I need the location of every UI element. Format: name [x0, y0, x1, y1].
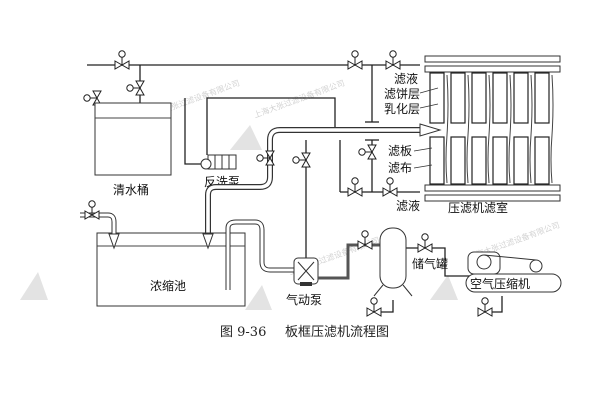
- air-compressor-label: 空气压缩机: [470, 276, 530, 291]
- valve-icon[interactable]: [385, 50, 401, 70]
- filter-plate-upper: [492, 72, 508, 124]
- filter-plate-upper: [534, 72, 550, 124]
- valve-icon[interactable]: [292, 152, 311, 168]
- filter-cloth-label: 滤布: [388, 161, 412, 175]
- press-bottom-manifold: [424, 184, 561, 192]
- filter-cloth: [529, 74, 533, 184]
- filter-plate-upper: [513, 72, 529, 124]
- valve-icon[interactable]: [347, 50, 363, 70]
- valve-icon[interactable]: [366, 297, 382, 317]
- backwash-pump[interactable]: [200, 154, 237, 170]
- filter-plate-lower: [450, 136, 466, 185]
- filter-plate-upper: [450, 72, 466, 124]
- filter-plate-lower: [513, 136, 529, 185]
- valve-icon[interactable]: [347, 177, 363, 197]
- press-top-manifold: [424, 65, 561, 73]
- valve-icon[interactable]: [477, 297, 493, 317]
- filter-cloth: [487, 74, 491, 184]
- valve-icon[interactable]: [417, 233, 433, 253]
- thickening-tank-label: 浓缩池: [150, 278, 186, 293]
- valve-icon[interactable]: [126, 80, 145, 96]
- filter-chamber-label: 压滤机滤室: [448, 200, 508, 215]
- clean-water-tank: [94, 102, 172, 176]
- filter-cake-label: 滤饼层: [384, 87, 420, 101]
- label-leaders: [413, 87, 439, 169]
- air-tank-label: 储气罐: [412, 256, 448, 271]
- clean-water-tank-label: 清水桶: [113, 182, 149, 197]
- filter-cloth: [550, 74, 554, 184]
- inlet-pipes: [80, 212, 295, 290]
- valve-icon[interactable]: [358, 144, 377, 160]
- thickening-tank: [96, 232, 246, 307]
- air-tank: [373, 227, 413, 297]
- figure-title: 板框压滤机流程图: [285, 325, 389, 340]
- filtrate-bottom-label: 滤液: [396, 198, 420, 213]
- filter-plate-label: 滤板: [388, 144, 412, 158]
- figure-number: 图 9-36: [220, 325, 266, 340]
- filter-plate-lower: [492, 136, 508, 185]
- slurry-feed-pipe: [205, 123, 442, 240]
- filter-plate-lower: [534, 136, 550, 185]
- press-bottom-rail: [424, 194, 561, 202]
- air-compressor: [465, 251, 562, 293]
- filter-press: [424, 55, 561, 202]
- filter-plate-lower: [429, 136, 445, 185]
- pneumatic-pump[interactable]: [293, 257, 319, 286]
- filtrate-top-label: 滤液: [394, 71, 418, 86]
- backwash-pipes: [184, 97, 336, 165]
- valve-icon[interactable]: [114, 50, 130, 70]
- valve-icon[interactable]: [382, 177, 398, 197]
- filter-cloth: [466, 74, 470, 184]
- filter-plate-upper: [429, 72, 445, 124]
- svg-text:上海大张过滤设备有限公司: 上海大张过滤设备有限公司: [252, 78, 346, 120]
- filter-cloth: [445, 74, 449, 184]
- press-top-rail: [424, 55, 561, 63]
- emulsion-layer-label: 乳化层: [384, 102, 420, 116]
- filter-plate-lower: [471, 136, 487, 185]
- filter-plate-upper: [471, 72, 487, 124]
- filter-cloth: [508, 74, 512, 184]
- pneumatic-pump-label: 气动泵: [286, 292, 322, 307]
